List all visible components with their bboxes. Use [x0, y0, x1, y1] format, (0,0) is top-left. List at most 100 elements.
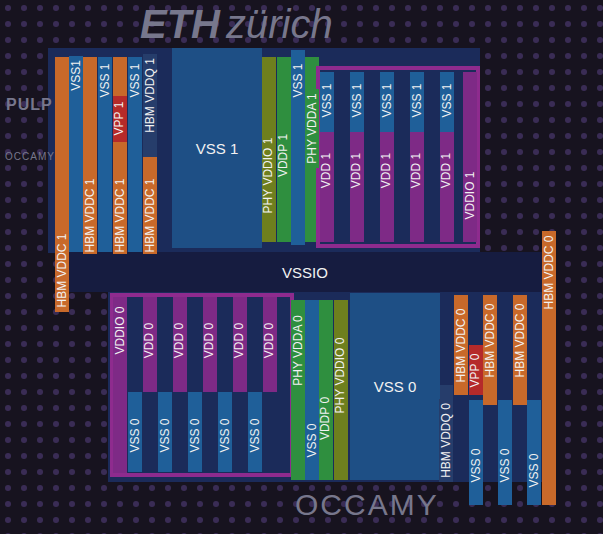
net-label: VDDIO 0 — [114, 306, 127, 354]
power-strip: VDDIO 0 — [113, 302, 127, 359]
watermark: OCCAMY — [295, 488, 439, 522]
power-strip: VPP 0 — [469, 349, 483, 391]
net-label: VSSIO — [282, 264, 328, 281]
net-label: VSS 1 — [321, 83, 334, 117]
power-strip: VSS 1 — [291, 59, 305, 102]
net-label: VDD 1 — [351, 152, 364, 187]
net-label: HBM VDDC 0 — [543, 235, 556, 309]
net-label: HBM VDDQ 0 — [440, 403, 453, 478]
power-strip: VDD 1 — [350, 148, 364, 192]
net-label: VDD 1 — [441, 152, 454, 187]
net-label: VSS 0 — [470, 448, 483, 482]
net-label: PHY VDDIO 0 — [335, 337, 348, 413]
net-label: VSS 0 — [499, 448, 512, 482]
net-label: VPP 0 — [470, 353, 483, 387]
net-label: PHY VDDIO 1 — [263, 137, 276, 213]
net-label: VSS 0 — [159, 418, 172, 452]
power-strip: VSS1 — [69, 56, 83, 95]
net-label: VDDP 1 — [278, 133, 291, 176]
power-strip: VDD 1 — [380, 148, 394, 192]
net-label: VSS 1 — [411, 83, 424, 117]
power-strip: HBM VDDC 0 — [483, 299, 497, 382]
power-strip: VDD 0 — [233, 318, 247, 362]
net-label: VSS 1 — [292, 63, 305, 97]
net-label: VDD 1 — [321, 152, 334, 187]
net-label: VSS 0 — [306, 423, 319, 457]
net-label: VSS1 — [70, 60, 83, 91]
net-label: VPP 1 — [114, 101, 127, 135]
power-strip: HBM VDDC 1 — [55, 229, 69, 312]
power-strip: VSS 0 — [158, 414, 172, 457]
power-strip: VSS 1 — [410, 79, 424, 122]
power-strip: VDD 0 — [143, 318, 157, 362]
net-label: HBM VDDC 0 — [455, 308, 468, 382]
power-strip: VSS 0 — [218, 414, 232, 457]
power-strip: VDDP 1 — [277, 129, 291, 181]
power-strip: VSS 1 — [380, 79, 394, 122]
power-strip: HBM VDDC 1 — [143, 174, 157, 257]
power-strip: VSS 1 — [350, 79, 364, 122]
net-label: VDD 0 — [204, 322, 217, 357]
power-strip: HBM VDDC 1 — [113, 174, 127, 257]
net-label: PHY VDDA 1 — [306, 93, 319, 163]
power-strip: VSS 0 — [188, 414, 202, 457]
power-strip: VSS 1 — [128, 59, 142, 102]
net-label: VDD 1 — [381, 152, 394, 187]
net-label: VSS 1 — [129, 63, 142, 97]
power-strip: HBM VDDQ 1 — [143, 54, 157, 137]
net-label: VSS 1 — [441, 83, 454, 117]
ground-plane: VSSIO — [70, 254, 540, 290]
power-strip: HBM VDDC 1 — [83, 174, 97, 257]
logo-text: ETH — [140, 2, 220, 46]
net-label: VDDIO 1 — [464, 171, 477, 219]
net-label: VDD 0 — [264, 322, 277, 357]
power-strip: VSS 0 — [305, 419, 319, 462]
power-strip: VSS 1 — [98, 59, 112, 102]
net-label: VSS 0 — [249, 418, 262, 452]
net-label: VSS 0 — [219, 418, 232, 452]
power-strip: PHY VDDA 1 — [305, 89, 319, 168]
net-label: VSS 0 — [129, 418, 142, 452]
power-strip: VDD 0 — [203, 318, 217, 362]
watermark: PULP — [6, 95, 53, 115]
power-strip: HBM VDDC 0 — [454, 304, 468, 387]
net-label: VSS 1 — [381, 83, 394, 117]
power-strip: VSS 0 — [128, 414, 142, 457]
logo-text: zürich — [226, 2, 333, 46]
power-strip: VSS 0 — [248, 414, 262, 457]
net-label: HBM VDDQ 1 — [144, 58, 157, 133]
net-label: VSS 0 — [189, 418, 202, 452]
ground-plane: VSS 0 — [350, 293, 440, 480]
net-label: PHY VDDA 0 — [292, 315, 305, 385]
power-strip: VDD 1 — [440, 148, 454, 192]
net-label: VDD 0 — [234, 322, 247, 357]
net-label: VSS 1 — [196, 140, 239, 157]
power-strip: VSS 0 — [527, 449, 541, 492]
net-label: VSS 0 — [374, 378, 417, 395]
power-strip: VSS 1 — [320, 79, 334, 122]
net-label: HBM VDDC 1 — [56, 233, 69, 307]
power-strip: HBM VDDQ 0 — [439, 399, 453, 482]
power-strip: VPP 1 — [113, 97, 127, 139]
power-strip: VDD 0 — [263, 318, 277, 362]
ground-plane: VSS 1 — [172, 48, 262, 248]
net-label: VDD 1 — [411, 152, 424, 187]
net-label: HBM VDDC 1 — [114, 178, 127, 252]
power-strip: PHY VDDA 0 — [291, 311, 305, 390]
power-strip: VDDP 0 — [319, 392, 333, 444]
net-label: HBM VDDC 0 — [484, 303, 497, 377]
power-strip: VSS 0 — [498, 444, 512, 487]
net-label: HBM VDDC 1 — [144, 178, 157, 252]
power-strip: PHY VDDIO 1 — [262, 133, 276, 217]
net-label: VDD 0 — [174, 322, 187, 357]
power-strip: PHY VDDIO 0 — [334, 333, 348, 417]
watermark: OCCAMY — [5, 150, 55, 164]
power-strip: VDDIO 1 — [463, 167, 477, 224]
power-strip: VDD 1 — [410, 148, 424, 192]
net-label: HBM VDDC 1 — [84, 178, 97, 252]
power-strip: VSS 1 — [440, 79, 454, 122]
net-label: VSS 1 — [351, 83, 364, 117]
power-strip: VDD 0 — [173, 318, 187, 362]
net-label: VSS 0 — [528, 453, 541, 487]
